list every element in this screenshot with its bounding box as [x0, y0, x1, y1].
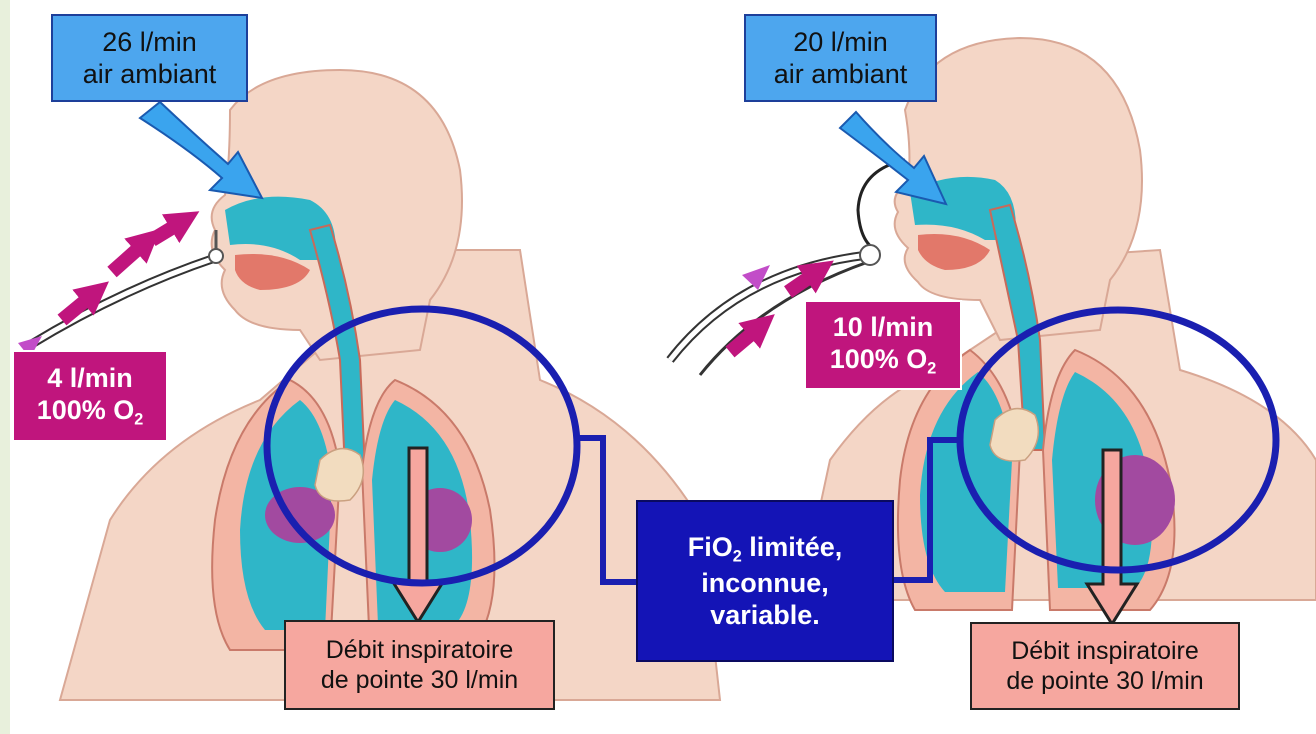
right-peak-flow-line1: Débit inspiratoire: [1011, 636, 1199, 666]
right-oxygen-rate: 10 l/min: [833, 311, 934, 343]
left-air-flow-label: 26 l/min air ambiant: [51, 14, 248, 102]
fio2-note-box: FiO2 limitée, inconnue, variable.: [636, 500, 894, 662]
left-air-flow-rate: 26 l/min: [102, 26, 197, 58]
right-oxygen-concentration: 100% O2: [830, 343, 937, 379]
left-peak-flow-line1: Débit inspiratoire: [326, 635, 514, 665]
left-oxygen-concentration: 100% O2: [37, 394, 144, 430]
left-oxygen-flow-arrows: [62, 220, 185, 320]
left-oxygen-flow-label: 4 l/min 100% O2: [12, 350, 168, 442]
right-peak-flow-label: Débit inspiratoire de pointe 30 l/min: [970, 622, 1240, 710]
right-oxygen-flow-label: 10 l/min 100% O2: [804, 300, 962, 390]
fio2-note-line2: inconnue,: [701, 567, 829, 599]
left-oxygen-rate: 4 l/min: [47, 362, 133, 394]
right-air-flow-rate: 20 l/min: [793, 26, 888, 58]
page-edge: [0, 0, 10, 734]
left-air-flow-source: air ambiant: [83, 58, 217, 90]
fio2-note-line1: FiO2 limitée,: [688, 531, 843, 567]
left-peak-flow-label: Débit inspiratoire de pointe 30 l/min: [284, 620, 555, 710]
oxygen-arrow: [112, 240, 148, 272]
left-nasal-prong: [209, 249, 223, 263]
fio2-note-line3: variable.: [710, 599, 820, 631]
right-air-flow-label: 20 l/min air ambiant: [744, 14, 937, 102]
oxygen-arrow: [152, 220, 185, 240]
right-peak-flow-line2: de pointe 30 l/min: [1006, 666, 1203, 696]
right-mask-connector: [860, 245, 880, 265]
right-air-flow-source: air ambiant: [774, 58, 908, 90]
left-peak-flow-line2: de pointe 30 l/min: [321, 665, 518, 695]
